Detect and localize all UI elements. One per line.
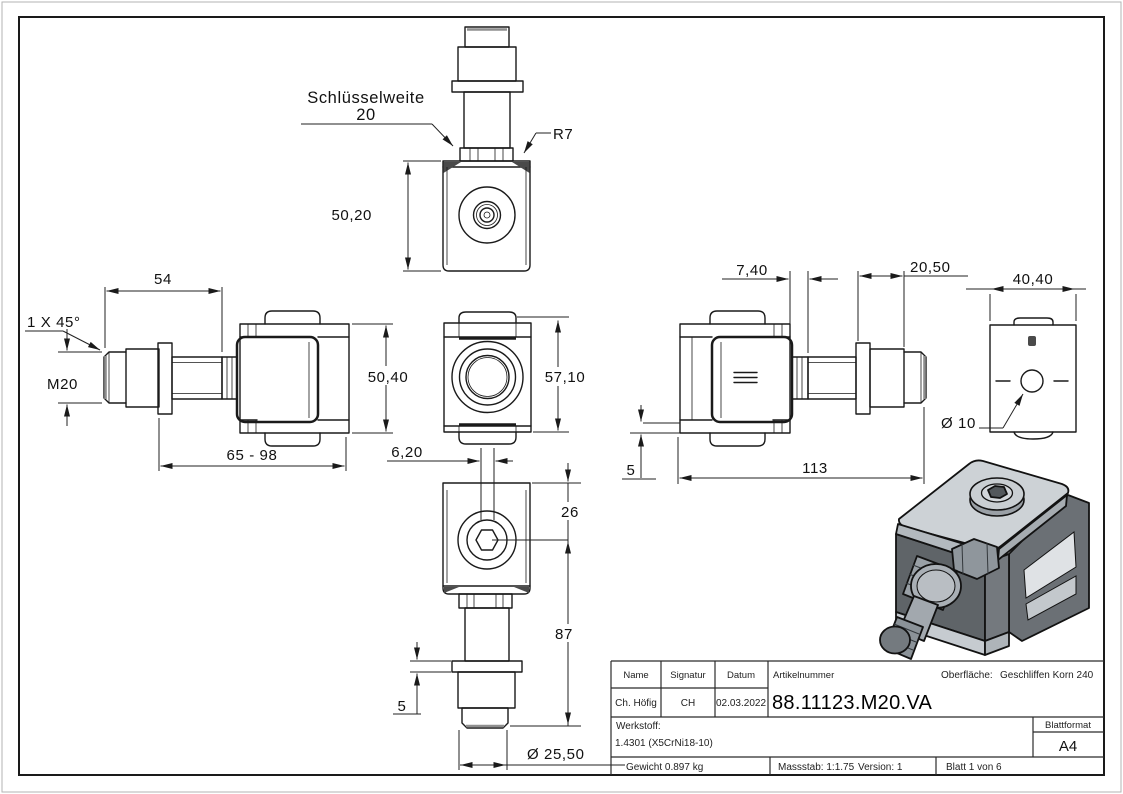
dim-40-40: 40,40 [1013,271,1054,288]
dim-50-40: 50,40 [368,369,409,386]
dim-20-50: 20,50 [910,259,951,276]
dim-5-plate: 5 [627,462,636,479]
left-side-view: 54 1 X 45° M20 50,40 65 - 98 [25,271,416,471]
bottom-view: 26 87 5 Ø 25,50 [393,463,625,770]
label-werkstoff: Werkstoff: [616,721,661,732]
value-oberflaeche: Geschliffen Korn 240 [1000,670,1094,681]
stamp-mark [1028,336,1036,346]
dim-7-40: 7,40 [736,262,768,279]
value-version: Version: 1 [858,762,903,773]
back-view: 40,40 Ø 10 [941,271,1086,440]
value-gewicht: Gewicht 0.897 kg [626,762,703,773]
top-view: 50,20 Schlüsselweite 20 R7 [301,26,573,272]
bottom-view-dimensions: 26 87 5 Ø 25,50 [393,463,625,770]
label-schluesselweite: Schlüsselweite [307,89,425,107]
back-view-dimensions: 40,40 Ø 10 [941,271,1086,432]
left-view-dimensions: 54 1 X 45° M20 50,40 65 - 98 [25,271,416,471]
value-massstab: Massstab: 1:1.75 [778,762,855,773]
label-blattformat: Blattformat [1045,720,1091,731]
dim-dia-10: Ø 10 [941,415,976,432]
value-werkstoff: 1.4301 (X5CrNi18-10) [615,738,713,749]
dim-26: 26 [561,504,579,521]
dim-5-washer: 5 [398,698,407,715]
dim-dia-25-50: Ø 25,50 [527,746,585,763]
iso-view [879,459,1090,660]
dim-87: 87 [555,626,573,643]
label-chamfer: 1 X 45° [27,314,81,331]
value-name: Ch. Höfig [615,698,657,709]
right-side-view: 7,40 20,50 5 113 [622,259,968,484]
left-view-linework [103,310,350,447]
header-signatur: Signatur [670,670,705,681]
top-view-linework [442,26,531,272]
header-name: Name [623,670,648,681]
top-view-dimensions: 50,20 Schlüsselweite 20 R7 [301,89,573,272]
title-block-text: Name Signatur Datum Ch. Höfig CH 02.03.2… [615,670,1094,773]
label-r7: R7 [553,126,573,143]
label-oberflaeche: Oberfläche: [941,670,993,681]
right-view-linework [679,310,927,447]
front-view-linework [443,311,532,445]
value-signatur: CH [681,698,695,709]
front-view-dimensions: 57,10 6,20 [387,316,593,520]
dim-50-20: 50,20 [331,207,372,224]
back-view-linework [989,317,1077,440]
right-view-dimensions: 7,40 20,50 5 113 [622,259,968,484]
value-blatt: Blatt 1 von 6 [946,762,1002,773]
front-view: 57,10 6,20 [387,311,593,520]
dim-6-20: 6,20 [391,444,423,461]
dim-113: 113 [802,460,828,477]
value-datum: 02.03.2022 [716,698,766,709]
value-blattformat: A4 [1059,738,1077,755]
dim-57-10: 57,10 [545,369,586,386]
title-block [610,660,1104,775]
dim-54: 54 [154,271,172,288]
label-schluesselweite-value: 20 [356,106,376,124]
label-artikelnummer: Artikelnummer [773,670,834,681]
header-datum: Datum [727,670,755,681]
dim-65-98: 65 - 98 [227,447,278,464]
dim-m20: M20 [47,376,78,393]
bottom-view-linework [442,482,531,729]
article-number: 88.11123.M20.VA [772,692,933,714]
